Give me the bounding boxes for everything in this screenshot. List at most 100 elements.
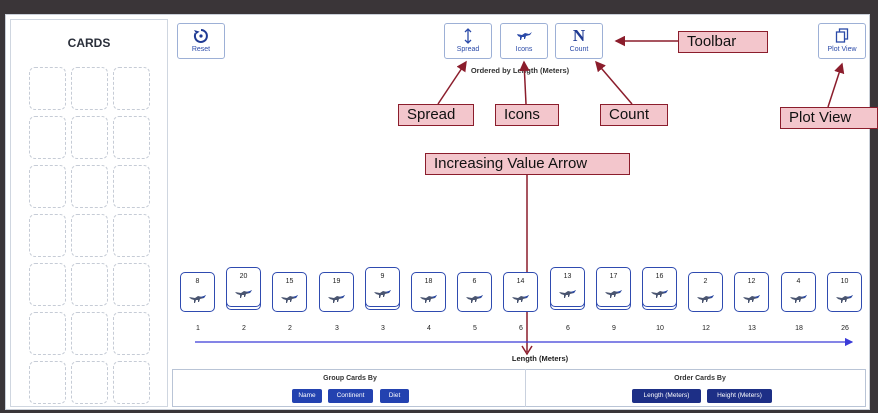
card-number: 9 bbox=[380, 273, 385, 280]
axis-tick-label: 6 bbox=[519, 325, 523, 332]
dinosaur-icon bbox=[273, 292, 306, 306]
card-slot[interactable] bbox=[113, 263, 150, 306]
axis-tick-label: 26 bbox=[841, 325, 849, 332]
dinosaur-card[interactable]: 9 bbox=[365, 267, 400, 307]
plot-view-button[interactable]: Plot View bbox=[818, 23, 866, 59]
card-slot[interactable] bbox=[29, 67, 66, 110]
card-slot[interactable] bbox=[113, 116, 150, 159]
card-slot[interactable] bbox=[71, 116, 108, 159]
dinosaur-card[interactable]: 2 bbox=[688, 272, 723, 312]
card-slot[interactable] bbox=[113, 67, 150, 110]
card-number: 6 bbox=[472, 278, 477, 285]
axis-tick-label: 6 bbox=[566, 325, 570, 332]
dinosaur-icon bbox=[227, 287, 260, 301]
count-button[interactable]: N Count bbox=[555, 23, 603, 59]
card-slot[interactable] bbox=[113, 361, 150, 404]
card-slot[interactable] bbox=[29, 361, 66, 404]
card-number: 10 bbox=[840, 278, 849, 285]
dinosaur-icon bbox=[504, 292, 537, 306]
card-number: 18 bbox=[424, 278, 433, 285]
dinosaur-card[interactable]: 18 bbox=[411, 272, 446, 312]
reset-icon bbox=[193, 27, 209, 45]
card-number: 12 bbox=[747, 278, 756, 285]
card-slot[interactable] bbox=[71, 165, 108, 208]
axis-tick-label: 3 bbox=[381, 325, 385, 332]
axis-tick-label: 13 bbox=[748, 325, 756, 332]
dinosaur-card[interactable]: 15 bbox=[272, 272, 307, 312]
group-by-diet-button[interactable]: Diet bbox=[380, 389, 409, 403]
dinosaur-card[interactable]: 4 bbox=[781, 272, 816, 312]
spread-label: Spread bbox=[456, 46, 480, 53]
card-number: 19 bbox=[332, 278, 341, 285]
axis-tick-label: 3 bbox=[335, 325, 339, 332]
dinosaur-icon bbox=[412, 292, 445, 306]
order-by-length-button[interactable]: Length (Meters) bbox=[632, 389, 701, 403]
copy-pages-icon bbox=[835, 27, 849, 45]
card-number: 2 bbox=[703, 278, 708, 285]
vertical-arrows-icon bbox=[463, 27, 473, 45]
sidebar-title: CARDS bbox=[67, 36, 111, 50]
card-number: 20 bbox=[239, 273, 248, 280]
group-by-name-button[interactable]: Name bbox=[292, 389, 322, 403]
dinosaur-card[interactable]: 19 bbox=[319, 272, 354, 312]
axis-tick-label: 10 bbox=[656, 325, 664, 332]
group-by-continent-button[interactable]: Continent bbox=[328, 389, 373, 403]
card-slot[interactable] bbox=[113, 214, 150, 257]
dinosaur-icon bbox=[689, 292, 722, 306]
cards-sidebar: CARDS bbox=[10, 19, 168, 407]
card-slot[interactable] bbox=[71, 312, 108, 355]
dinosaur-card[interactable]: 12 bbox=[734, 272, 769, 312]
card-number: 16 bbox=[655, 273, 664, 280]
dinosaur-card[interactable]: 14 bbox=[503, 272, 538, 312]
order-by-height-button[interactable]: Height (Meters) bbox=[707, 389, 772, 403]
dinosaur-icon bbox=[782, 292, 815, 306]
dinosaur-icon bbox=[643, 287, 676, 301]
increasing-value-arrow-callout: Increasing Value Arrow bbox=[425, 153, 630, 175]
dinosaur-icon bbox=[551, 287, 584, 301]
dinosaur-card[interactable]: 10 bbox=[827, 272, 862, 312]
card-slot[interactable] bbox=[71, 67, 108, 110]
plot-view-label: Plot View bbox=[827, 46, 857, 53]
card-number: 4 bbox=[796, 278, 801, 285]
axis-tick-label: 2 bbox=[242, 325, 246, 332]
dinosaur-icon bbox=[366, 287, 399, 301]
dinosaur-icon bbox=[597, 287, 630, 301]
card-slot[interactable] bbox=[29, 116, 66, 159]
card-number: 14 bbox=[516, 278, 525, 285]
card-slot[interactable] bbox=[71, 263, 108, 306]
dinosaur-card[interactable]: 6 bbox=[457, 272, 492, 312]
card-slot[interactable] bbox=[29, 214, 66, 257]
card-slot[interactable] bbox=[71, 361, 108, 404]
axis-tick-label: 1 bbox=[196, 325, 200, 332]
card-number: 17 bbox=[609, 273, 618, 280]
dinosaur-card[interactable]: 20 bbox=[226, 267, 261, 307]
card-number: 15 bbox=[285, 278, 294, 285]
order-by-heading: Order Cards By bbox=[674, 375, 726, 382]
reset-label: Reset bbox=[191, 46, 211, 53]
axis-tick-label: 4 bbox=[427, 325, 431, 332]
axis-title: Length (Meters) bbox=[511, 354, 569, 363]
card-number: 8 bbox=[195, 278, 200, 285]
dinosaur-icon bbox=[515, 27, 533, 45]
dinosaur-card[interactable]: 16 bbox=[642, 267, 677, 307]
card-slot-grid bbox=[29, 67, 150, 404]
dinosaur-card[interactable]: 17 bbox=[596, 267, 631, 307]
axis-tick-label: 18 bbox=[795, 325, 803, 332]
card-slot[interactable] bbox=[71, 214, 108, 257]
card-slot[interactable] bbox=[29, 312, 66, 355]
spread-button[interactable]: Spread bbox=[444, 23, 492, 59]
dinosaur-icon bbox=[828, 292, 861, 306]
dinosaur-icon bbox=[320, 292, 353, 306]
axis-tick-label: 9 bbox=[612, 325, 616, 332]
card-slot[interactable] bbox=[113, 165, 150, 208]
card-slot[interactable] bbox=[113, 312, 150, 355]
icons-button[interactable]: Icons bbox=[500, 23, 548, 59]
dinosaur-card[interactable]: 13 bbox=[550, 267, 585, 307]
dinosaur-card[interactable]: 8 bbox=[180, 272, 215, 312]
card-slot[interactable] bbox=[29, 263, 66, 306]
reset-button[interactable]: Reset bbox=[177, 23, 225, 59]
card-slot[interactable] bbox=[29, 165, 66, 208]
count-callout: Count bbox=[600, 104, 668, 126]
count-glyph: N bbox=[572, 26, 586, 45]
